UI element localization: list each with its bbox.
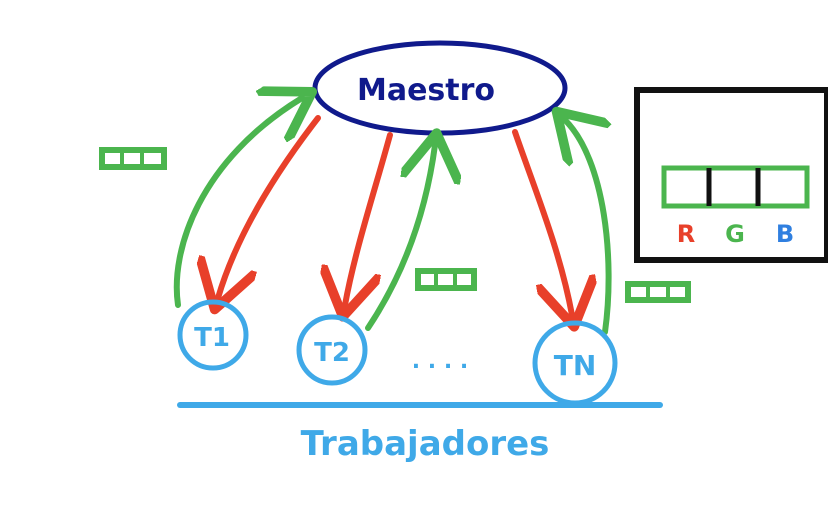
- pixel-packet: [661, 165, 810, 209]
- worker-node-t2: T2: [296, 314, 368, 386]
- worker-node-tn-label: TN: [554, 349, 597, 382]
- send-arrow-t2: [345, 132, 393, 305]
- return-arrow-t1: [173, 98, 302, 308]
- master-node-label: Maestro: [357, 73, 495, 108]
- worker-node-t2-label: T2: [314, 338, 350, 368]
- legend-channel-b: B: [776, 220, 794, 248]
- worker-ellipsis: . . . .: [412, 349, 468, 374]
- master-node: Maestro: [312, 40, 568, 136]
- return-arrow-t2: [365, 145, 435, 331]
- rgb-legend: R G B: [634, 87, 828, 263]
- workers-group-label: Trabajadores: [301, 424, 550, 464]
- return-arrows: [173, 98, 609, 335]
- worker-node-t1: T1: [177, 299, 249, 371]
- legend-channel-g: G: [725, 220, 745, 248]
- data-packet-middle: [415, 268, 477, 291]
- data-packet-left: [99, 147, 167, 170]
- data-packet-right: [625, 281, 691, 303]
- legend-channel-r: R: [677, 220, 695, 248]
- return-arrow-tn: [565, 120, 609, 335]
- send-arrow-t1: [218, 115, 321, 298]
- legend-frame: [634, 87, 828, 263]
- worker-node-tn: TN: [532, 320, 618, 406]
- worker-node-t1-label: T1: [194, 323, 230, 353]
- send-arrow-tn: [512, 129, 572, 315]
